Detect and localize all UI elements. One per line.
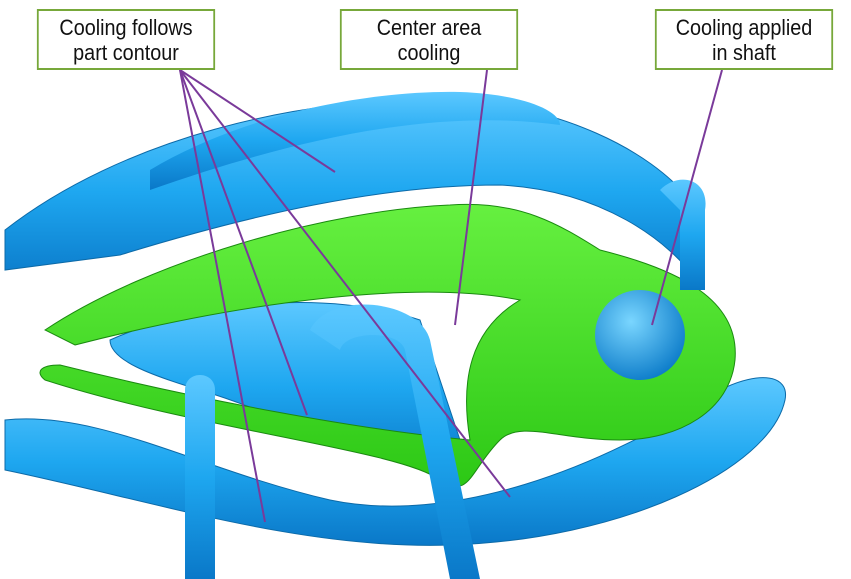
- leader-line: [454, 69, 488, 326]
- leader-line: [179, 69, 266, 523]
- leader-line: [651, 69, 723, 326]
- label-text: in shaft: [712, 40, 776, 65]
- vertical-pipe-center: [310, 304, 480, 579]
- leader-line: [179, 69, 308, 416]
- label-text: part contour: [73, 40, 179, 65]
- label-text: Center area: [376, 15, 482, 40]
- leader-line: [179, 69, 336, 173]
- label-center-area: Center area cooling: [339, 9, 519, 70]
- shaft-cooling-ball: [595, 290, 685, 380]
- right-cooling-pipe: [660, 179, 706, 290]
- leader-lines: [179, 69, 723, 523]
- label-shaft: Cooling applied in shaft: [654, 9, 834, 70]
- label-part-contour: Cooling follows part contour: [36, 9, 216, 70]
- leader-line: [179, 69, 511, 498]
- label-text: Cooling applied: [675, 15, 813, 40]
- label-text: cooling: [397, 40, 461, 65]
- top-channel-upper: [150, 91, 560, 190]
- label-text: Cooling follows: [59, 15, 193, 40]
- vertical-pipe-left: [185, 375, 215, 579]
